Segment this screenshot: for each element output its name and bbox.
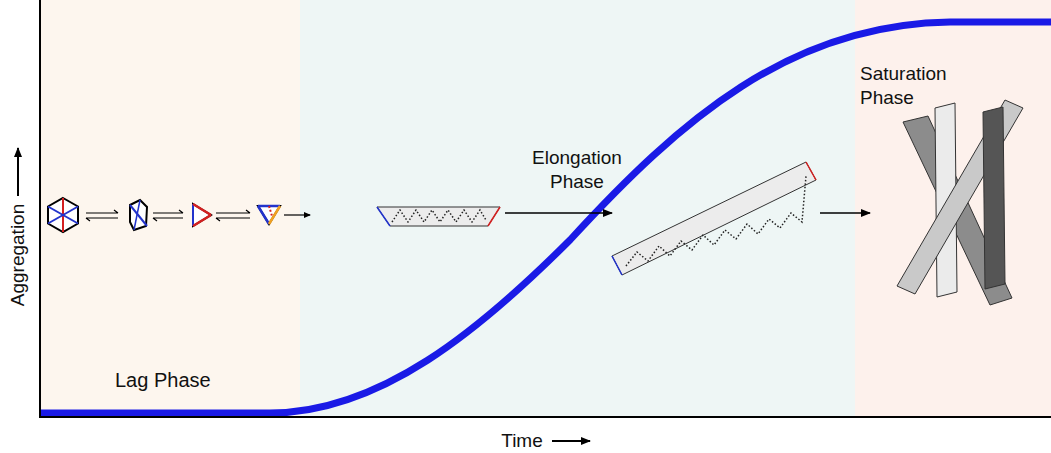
- phase-label: Elongation Phase: [512, 146, 642, 194]
- phase-label: Lag Phase: [115, 368, 275, 392]
- lag-ground: [40, 0, 300, 417]
- elongation-ground: [300, 0, 855, 417]
- y-axis: [39, 0, 41, 418]
- mature-fibrils: [897, 100, 1023, 305]
- native-monomer: [48, 198, 78, 232]
- triangle-intermediate: [193, 204, 211, 226]
- process-arrow: [284, 214, 310, 215]
- partially-unfolded: [130, 200, 147, 230]
- process-arrow: [820, 212, 870, 213]
- fibril: [612, 162, 816, 275]
- axis-arrow: [17, 148, 19, 196]
- elongation-phase-band: Elongation Phase: [300, 0, 855, 417]
- process-arrow: [505, 212, 612, 213]
- x-axis: [39, 416, 1051, 418]
- misfolded-monomer: [258, 206, 280, 224]
- equilibrium-arrows: [86, 210, 250, 221]
- protofibril: [377, 207, 500, 226]
- sigmoid-curve: [40, 22, 1051, 413]
- lag-phase-band: Lag Phase: [40, 0, 300, 417]
- phase-label: Saturation Phase: [860, 62, 960, 110]
- x-axis-label: Time: [501, 429, 543, 453]
- axis-arrow: [552, 440, 590, 442]
- saturation-phase-band: Saturation Phase: [855, 0, 1051, 417]
- y-axis-label: Aggregation: [6, 204, 30, 306]
- saturation-ground: [855, 0, 1051, 417]
